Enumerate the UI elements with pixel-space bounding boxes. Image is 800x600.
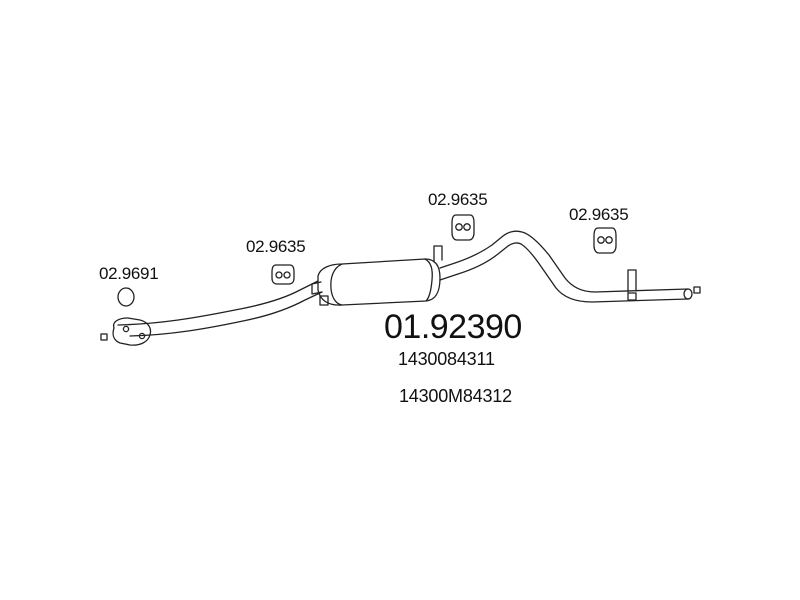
gasket-ring-icon — [117, 287, 135, 307]
part-code-hanger-1: 02.9635 — [246, 237, 306, 256]
part-code-hanger-3: 02.9635 — [569, 205, 629, 224]
part-code-gasket: 02.9691 — [99, 264, 159, 283]
main-part-number: 01.92390 — [384, 308, 522, 346]
rubber-hanger-icon — [271, 264, 295, 285]
front-pipe — [100, 280, 323, 346]
rear-pipe — [439, 230, 701, 303]
part-code-hanger-2: 02.9635 — [428, 190, 488, 209]
rubber-hanger-icon — [451, 214, 475, 241]
muffler — [311, 245, 443, 306]
oem-number-1: 1430084311 — [398, 349, 495, 369]
rubber-hanger-icon — [593, 227, 617, 254]
oem-number-2: 14300M84312 — [399, 386, 512, 406]
